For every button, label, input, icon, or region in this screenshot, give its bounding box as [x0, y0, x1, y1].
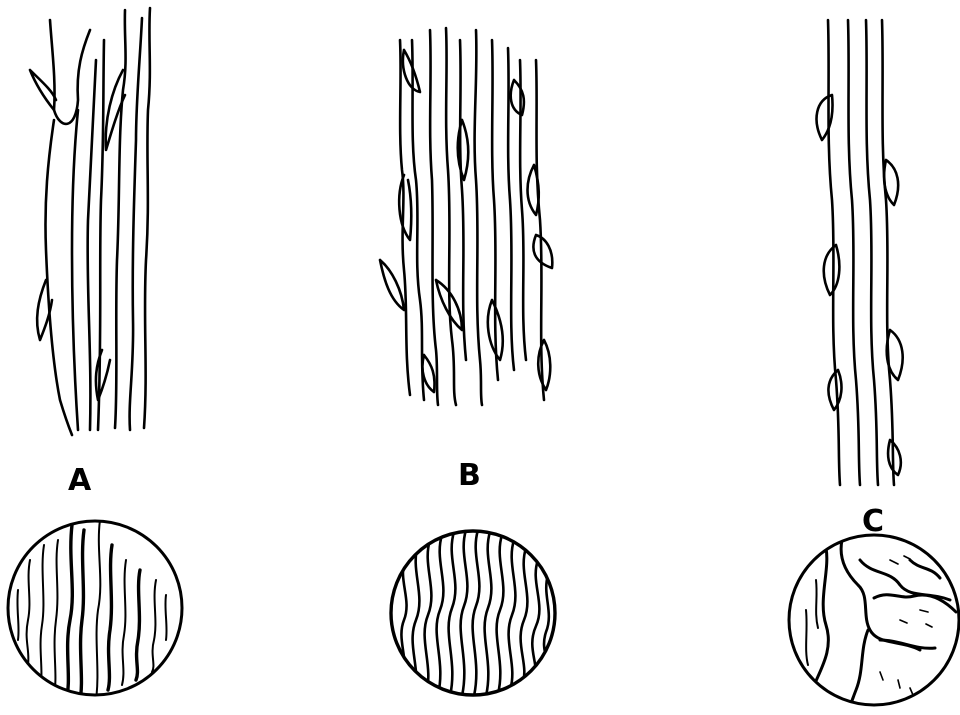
fiber-a-strand — [50, 20, 90, 124]
fiber-c-strand — [882, 20, 894, 485]
fiber-b-scale — [422, 355, 434, 392]
fiber-c-strand — [848, 20, 860, 485]
fiber-a-drawing — [30, 8, 150, 435]
fiber-b-strand — [446, 28, 456, 405]
fiber-b-drawing — [380, 28, 552, 405]
fiber-a-strand — [144, 8, 150, 428]
fiber-b-strand — [412, 40, 424, 400]
fiber-a-strand — [88, 60, 96, 430]
circle-a-micrograph — [8, 520, 182, 700]
fiber-a-strand — [98, 40, 104, 430]
panel-label-c: C — [862, 507, 884, 537]
fiber-b-scale — [380, 260, 404, 310]
fiber-a-scale — [30, 70, 56, 110]
fiber-b-scale — [533, 235, 552, 268]
circle-b-micrograph — [391, 530, 555, 696]
fiber-a-strand — [72, 110, 78, 430]
fiber-c-scale — [824, 245, 840, 295]
fiber-c-scale — [817, 95, 833, 140]
fiber-b-scale — [538, 340, 550, 390]
fiber-a-strand — [130, 18, 142, 430]
fiber-a-scale — [96, 350, 110, 400]
fiber-b-strand — [492, 40, 498, 380]
fiber-a-strand — [45, 120, 72, 435]
panel-label-b: B — [458, 461, 481, 491]
fiber-b-scale — [511, 80, 524, 115]
fiber-c-strand — [866, 20, 878, 485]
fiber-c-drawing — [817, 20, 903, 485]
panel-label-a: A — [68, 466, 91, 496]
fiber-b-scale — [399, 175, 411, 240]
circle-c-micrograph — [789, 535, 959, 710]
fiber-b-strand — [460, 40, 466, 360]
fiber-b-strand — [475, 30, 482, 405]
fiber-b-strand — [430, 30, 438, 405]
